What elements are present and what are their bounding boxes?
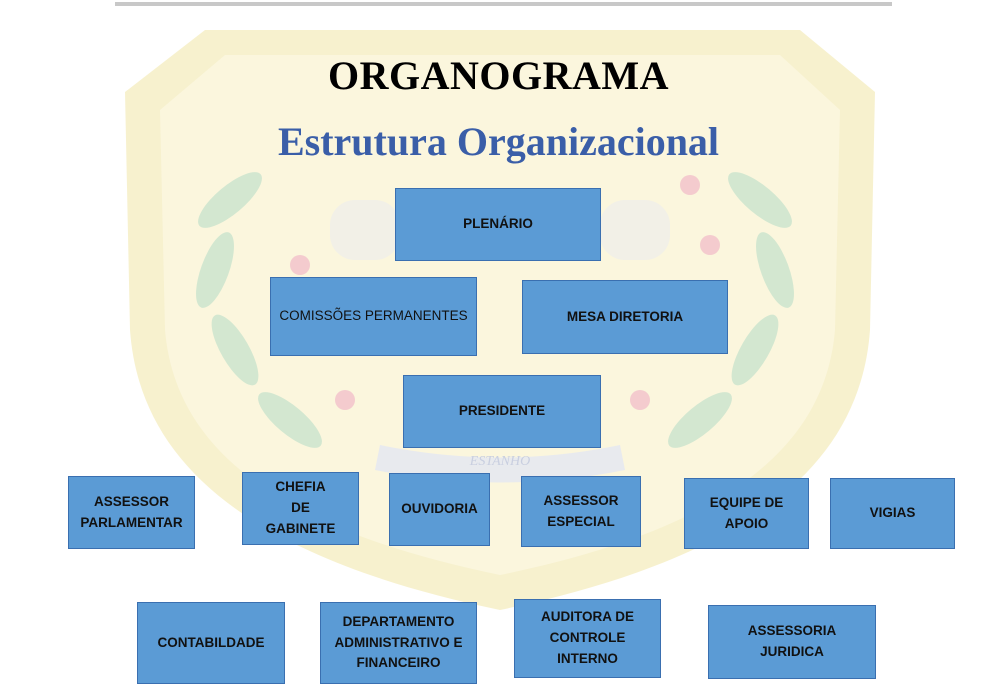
node-presidente: PRESIDENTE — [403, 375, 601, 448]
node-vigias: VIGIAS — [830, 478, 955, 549]
node-departamento-administrativo-financeiro: DEPARTAMENTO ADMINISTRATIVO E FINANCEIRO — [320, 602, 477, 684]
node-assessor-especial: ASSESSOR ESPECIAL — [521, 476, 641, 547]
node-auditora-controle-interno: AUDITORA DE CONTROLE INTERNO — [514, 599, 661, 678]
crest-leaves — [196, 172, 794, 448]
node-ouvidoria: OUVIDORIA — [389, 473, 490, 546]
node-chefia-de-gabinete: CHEFIA DE GABINETE — [242, 472, 359, 545]
node-contabilidade: CONTABILDADE — [137, 602, 285, 684]
top-divider — [115, 2, 892, 6]
node-assessoria-juridica: ASSESSORIA JURIDICA — [708, 605, 876, 679]
node-mesa-diretoria: MESA DIRETORIA — [522, 280, 728, 354]
page-title: ORGANOGRAMA — [327, 53, 670, 98]
crest-ribbon-text: ESTANHO — [469, 454, 530, 469]
crest-fists — [330, 200, 670, 260]
page-subtitle: Estrutura Organizacional — [277, 119, 720, 164]
node-assessor-parlamentar: ASSESSOR PARLAMENTAR — [68, 476, 195, 549]
node-comissoes-permanentes: COMISSÕES PERMANENTES — [270, 277, 477, 356]
node-equipe-de-apoio: EQUIPE DE APOIO — [684, 478, 809, 549]
node-plenario: PLENÁRIO — [395, 188, 601, 261]
